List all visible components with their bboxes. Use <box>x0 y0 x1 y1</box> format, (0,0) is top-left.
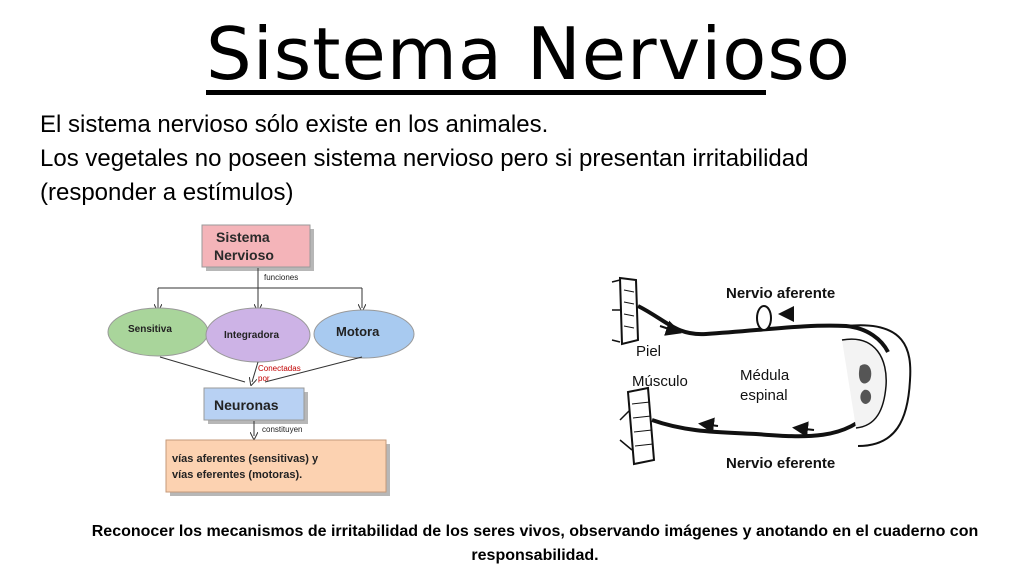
top-box-line-2: Nervioso <box>214 247 274 263</box>
skin-illustration <box>611 276 640 346</box>
top-box-line-1: Sistema <box>216 229 270 245</box>
piel-label: Piel <box>636 343 661 360</box>
motora-label: Motora <box>336 324 380 339</box>
ganglion <box>756 305 772 331</box>
sistema-nervioso-box <box>201 224 311 268</box>
vias-box <box>165 439 387 493</box>
title-underline <box>206 90 766 95</box>
efferent-nerve <box>651 408 874 439</box>
intro-line-3: (responder a estímulos) <box>40 179 294 206</box>
integradora-label: Integradora <box>224 330 279 341</box>
medula-label-1: Médula <box>740 367 790 384</box>
vias-line-1: vías aferentes (sensitivas) y <box>172 453 319 465</box>
medula-label-2: espinal <box>740 387 788 404</box>
slide-title: Sistema Nervioso <box>206 12 851 96</box>
nervous-system-concept-map: Sistema Nervioso funciones Sensitiva Int… <box>107 224 415 496</box>
intro-line-2: Los vegetales no poseen sistema nervioso… <box>40 145 809 172</box>
muscle-illustration <box>619 386 656 466</box>
intro-text: El sistema nervioso sólo existe en los a… <box>40 108 980 210</box>
learning-objective: Reconocer los mecanismos de irritabilida… <box>91 523 979 564</box>
nervio-aferente-label: Nervio aferente <box>726 285 835 302</box>
neuronas-box <box>203 387 305 421</box>
spinal-cord-illustration <box>841 324 912 447</box>
musculo-label: Músculo <box>632 373 688 390</box>
reflex-arc-diagram: Nervio aferente Piel Músculo Médula espi… <box>611 276 912 472</box>
intro-line-1: El sistema nervioso sólo existe en los a… <box>40 111 549 138</box>
funciones-label: funciones <box>264 273 298 282</box>
conectadas-label: Conectadas <box>258 364 301 373</box>
neuronas-label: Neuronas <box>214 397 279 413</box>
nervio-eferente-label: Nervio eferente <box>726 455 835 472</box>
sensitiva-label: Sensitiva <box>128 324 172 335</box>
constituyen-label: constituyen <box>262 425 302 434</box>
vias-line-2: vías eferentes (motoras). <box>172 469 302 481</box>
conectadas-label-2: por <box>258 374 270 383</box>
